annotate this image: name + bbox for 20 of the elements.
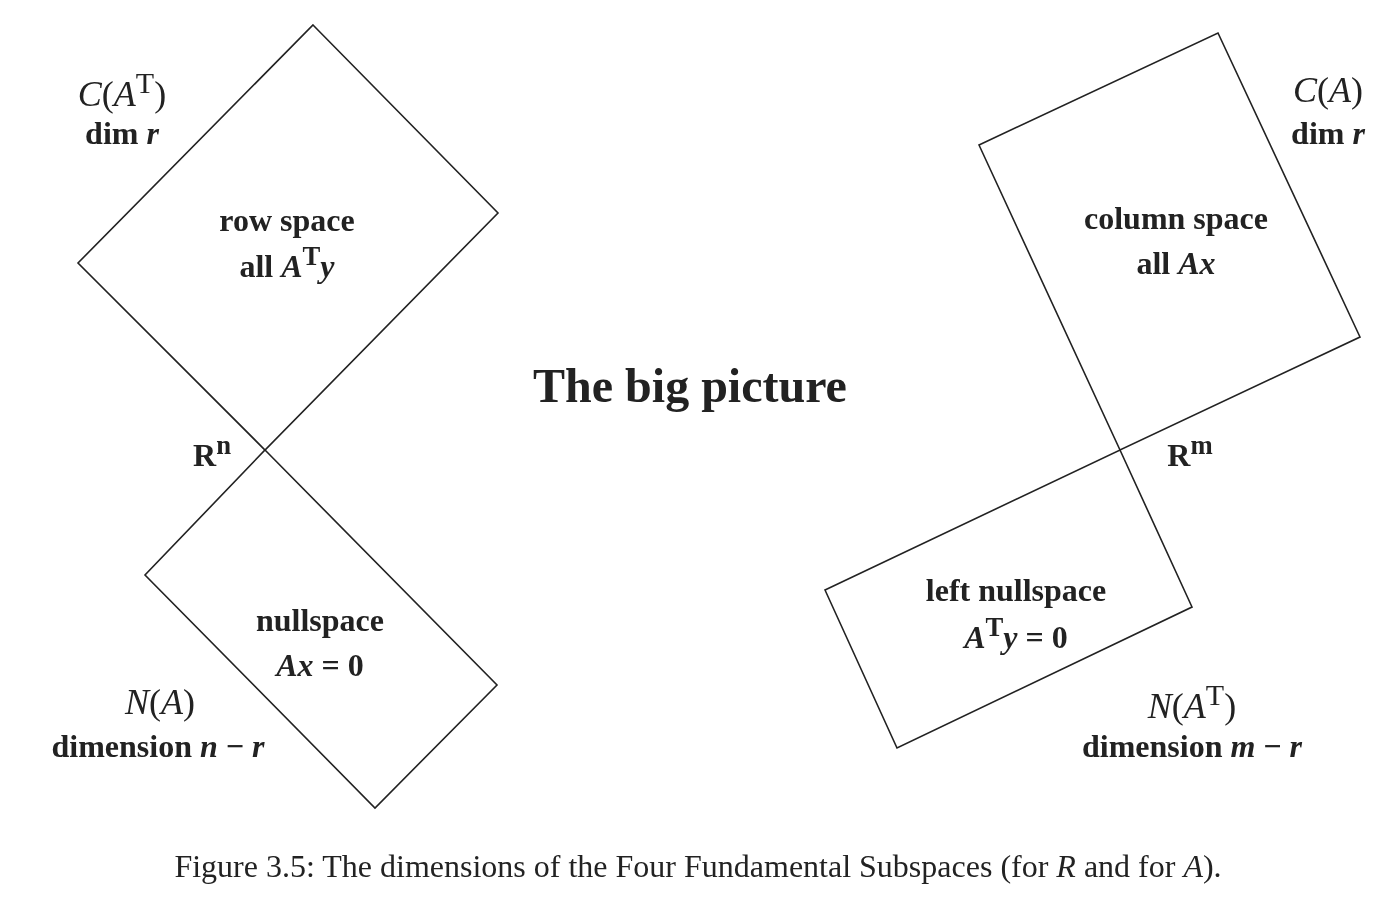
subspace-name: nullspace [256, 601, 384, 639]
dimension-label: dimension m − r [1081, 727, 1303, 765]
subspace-name: left nullspace [925, 571, 1107, 609]
subspace-formula: A$^{T}$y = 0 [964, 612, 1068, 656]
figure-caption: Figure 3.5: The dimensions of the Four Fundamental Subspaces (for R and for A). [174, 847, 1222, 885]
subspace-formula: Ax = 0 [276, 646, 364, 684]
dimension-label: dim r [1291, 114, 1365, 152]
subspace-symbol: C(A) [1293, 69, 1363, 111]
diagram-title: The big picture [533, 357, 847, 413]
subspace-name: row space [219, 201, 355, 239]
subspace-name: column space [1084, 199, 1268, 237]
subspace-symbol: N(A) [125, 681, 195, 723]
space-label: R$^{n}$ [193, 430, 231, 474]
dimension-label: dimension n − r [51, 727, 265, 765]
subspace-formula: all A$^{T}$y [239, 241, 335, 285]
space-label: R$^{m}$ [1167, 430, 1213, 474]
subspace-symbol: C(A$^{T}$) [77, 65, 167, 115]
subspace-formula: all Ax [1136, 244, 1216, 282]
dimension-label: dim r [85, 114, 159, 152]
subspace-symbol: N(A$^{T}$) [1147, 677, 1237, 727]
